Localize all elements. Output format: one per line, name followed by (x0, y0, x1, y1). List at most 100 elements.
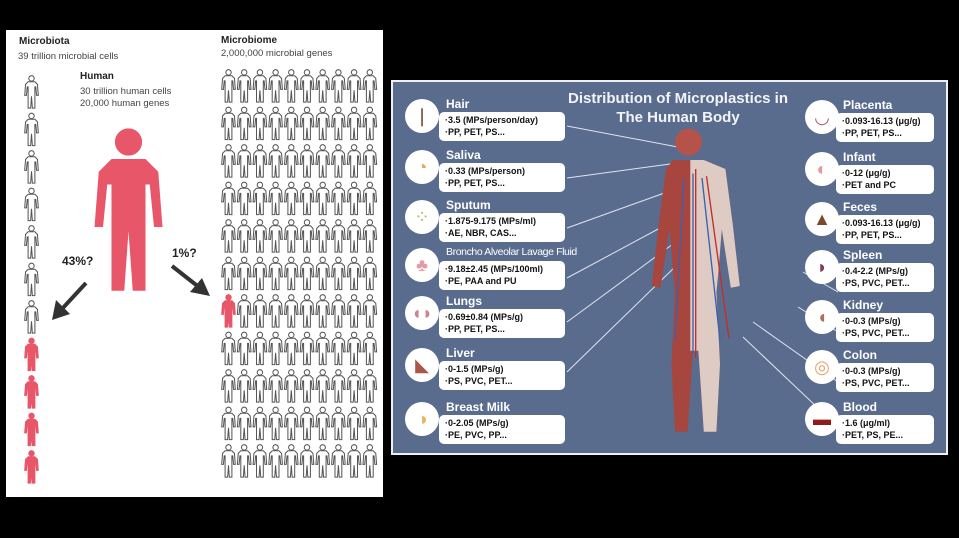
microbiome-figure (236, 369, 252, 403)
microbiome-figure (221, 144, 236, 178)
entry-label: Sputum (446, 198, 491, 212)
entry-polymers: ·PP, PET, PS... (445, 323, 505, 334)
human-title: Human (80, 71, 114, 82)
microbiome-figure (299, 69, 315, 103)
microplastics-infographic: Distribution of Microplastics in The Hum… (391, 80, 948, 455)
entry-label: Spleen (843, 248, 883, 262)
saliva-icon: ◔ (405, 150, 439, 184)
microbiome-figure (299, 106, 315, 141)
microbiome-figure (346, 331, 362, 366)
entry-label: Broncho Alveolar Lavage Fluid (446, 246, 577, 258)
entry-label: Feces (843, 200, 878, 214)
colon-icon: ◎ (805, 350, 839, 384)
human-silhouette (94, 128, 163, 291)
infographic-title: Distribution of Microplastics in The Hum… (543, 89, 813, 127)
microbiome-figure (346, 369, 362, 403)
kidney-icon: ◖ (805, 300, 839, 334)
microbiome-figure (221, 69, 236, 103)
human-cells: 30 trillion human cells (80, 86, 172, 97)
entry-card: ·0-0.3 (MPs/g) ·PS, PVC, PET... (836, 363, 934, 392)
microbiome-figure (236, 331, 252, 366)
entry-value: ·0.33 (MPs/person) (445, 166, 526, 176)
microbiota-figure (24, 450, 39, 484)
entry-polymers: ·PS, PVC, PET... (445, 375, 513, 386)
entry-label: Hair (446, 97, 470, 111)
microbiome-figure (268, 106, 283, 141)
microbiota-figure (24, 187, 39, 222)
entry-label: Liver (446, 346, 475, 360)
microbiome-figure (362, 294, 378, 328)
microbiome-figure (283, 181, 299, 216)
entry-card: ·0.4-2.2 (MPs/g) ·PS, PVC, PET... (836, 263, 934, 292)
entry-value: ·0.69±0.84 (MPs/g) (445, 312, 523, 322)
arrow-right-icon (170, 264, 210, 296)
entry-polymers: ·PE, PVC, PP... (445, 429, 507, 440)
microbiome-figure (362, 144, 378, 178)
microbiome-figure (362, 444, 378, 478)
entry-label: Kidney (843, 298, 884, 312)
microbiome-figure (315, 256, 331, 291)
entry-card: ·1.875-9.175 (MPs/ml) ·AE, NBR, CAS... (439, 213, 565, 242)
microbiome-figure (236, 219, 252, 253)
microbiome-figure (283, 256, 299, 291)
microbiome-figure (299, 144, 315, 178)
microbiome-figure (283, 444, 299, 478)
entry-value: ·0-1.5 (MPs/g) (445, 364, 504, 374)
entry-card: ·1.6 (μg/ml) ·PET, PS, PE... (836, 415, 934, 444)
microbiome-figure (252, 69, 268, 103)
microbiome-figure (346, 106, 362, 141)
entry-polymers: ·PP, PET, PS... (445, 177, 505, 188)
entry-card: ·9.18±2.45 (MPs/100ml) ·PE, PAA and PU (439, 261, 565, 290)
microbiota-figure (24, 375, 39, 409)
entry-label: Placenta (843, 98, 893, 112)
microbiome-figure (268, 406, 283, 441)
microbiome-figure (283, 294, 299, 328)
microbiome-figure (236, 256, 252, 291)
microbiome-figure (346, 69, 362, 103)
microbiome-figure (268, 369, 283, 403)
microbiome-figure (268, 219, 283, 253)
microbiome-figure (283, 369, 299, 403)
microbiome-figure (362, 369, 378, 403)
entry-label: Colon (843, 348, 877, 362)
entry-value: ·0-2.05 (MPs/g) (445, 418, 509, 428)
entry-value: ·0-0.3 (MPs/g) (842, 366, 901, 376)
microbiota-infographic: Microbiota 39 trillion microbial cells M… (6, 30, 383, 497)
microbiome-figure (221, 369, 236, 403)
microbiome-figure (221, 331, 236, 366)
microbiome-figure (331, 181, 346, 216)
microbiome-figure (236, 406, 252, 441)
microbiome-figure (346, 444, 362, 478)
microbiome-figure (315, 369, 331, 403)
microbiome-figure (236, 69, 252, 103)
microbiome-figure (268, 181, 283, 216)
microbiome-figure (299, 406, 315, 441)
microbiome-figure (221, 181, 236, 216)
microbiota-figure (24, 337, 39, 372)
microbiome-figure (252, 144, 268, 178)
microbiome-figure (268, 294, 283, 328)
microbiome-figure (315, 106, 331, 141)
entry-polymers: ·PP, PET, PS... (842, 127, 902, 138)
microbiome-figure (252, 106, 268, 141)
microbiota-title: Microbiota (19, 36, 70, 47)
percent-right: 1%? (172, 246, 197, 260)
microbiome-figure (221, 219, 236, 253)
entry-value: ·0.093-16.13 (μg/g) (842, 218, 921, 228)
microbiota-figure (24, 150, 39, 184)
microbiome-figure (315, 444, 331, 478)
entry-polymers: ·PS, PVC, PET... (842, 377, 910, 388)
title-line-2: The Human Body (616, 109, 740, 126)
microbiome-figure (299, 256, 315, 291)
entry-value: ·3.5 (MPs/person/day) (445, 115, 539, 125)
microbiome-figure (331, 144, 346, 178)
microbiota-subtitle: 39 trillion microbial cells (18, 51, 119, 62)
entry-card: ·0-1.5 (MPs/g) ·PS, PVC, PET... (439, 361, 565, 390)
microbiome-figure (268, 444, 283, 478)
entry-value: ·0-12 (μg/g) (842, 168, 891, 178)
microbiome-figure (315, 144, 331, 178)
hair-icon: ❘ (405, 99, 439, 133)
microbiome-title: Microbiome (221, 35, 278, 46)
entry-value: ·0.093-16.13 (μg/g) (842, 116, 921, 126)
microbiome-figure (362, 106, 378, 141)
